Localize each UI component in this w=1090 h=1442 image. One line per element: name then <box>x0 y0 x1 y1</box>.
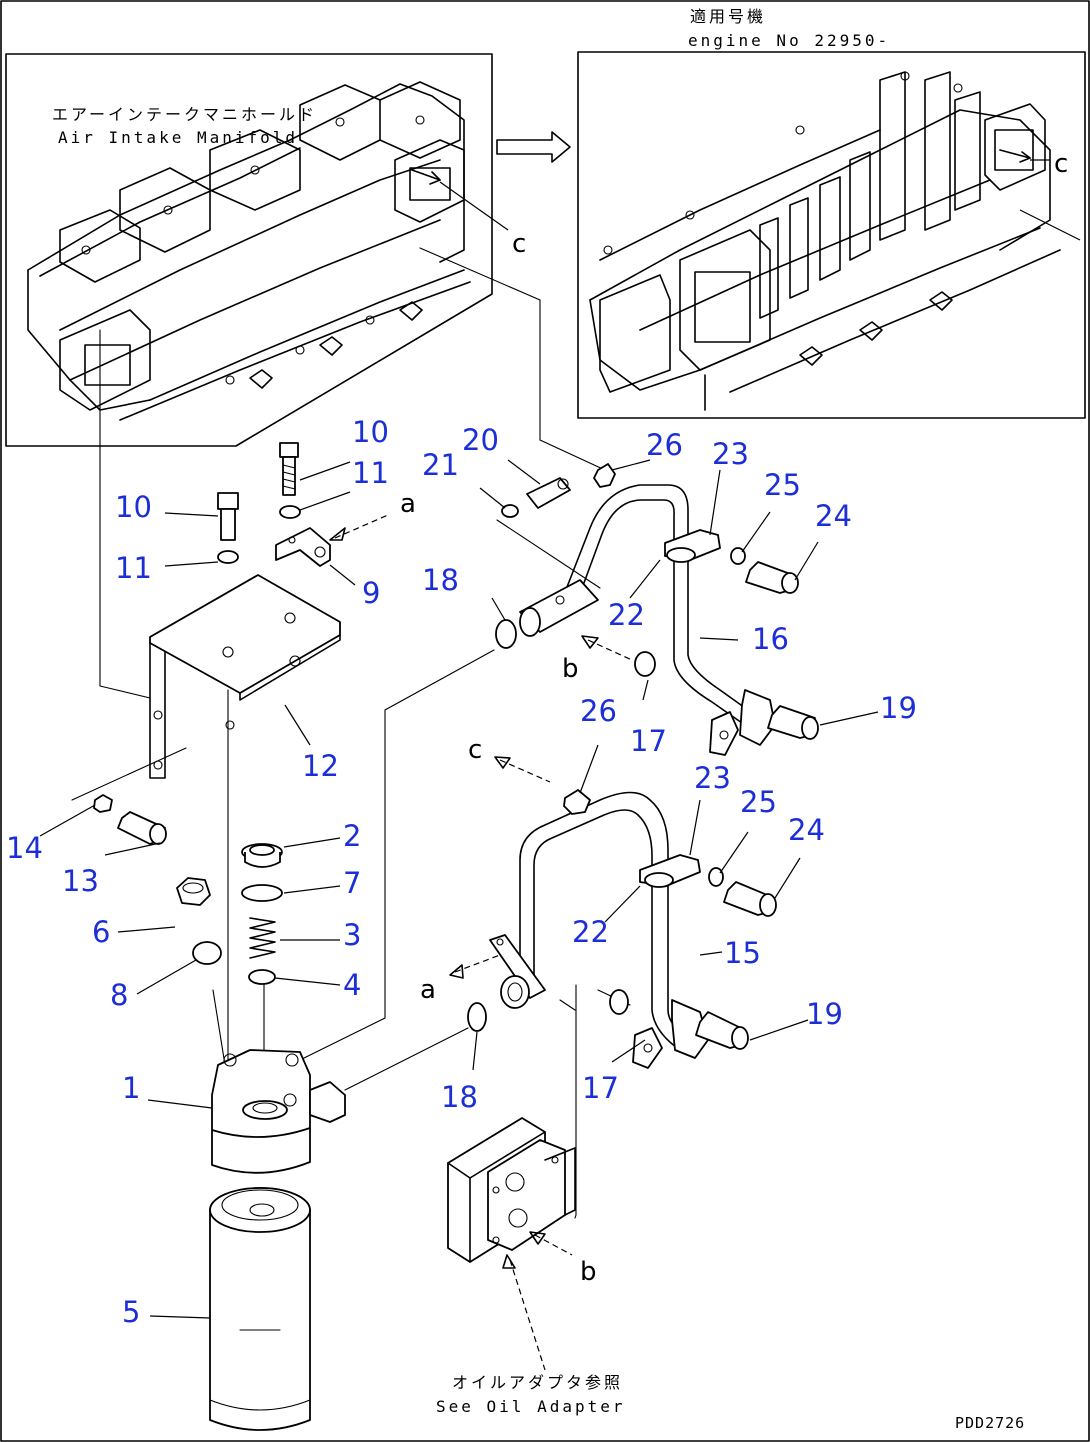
o-ring-18-upper <box>495 619 517 649</box>
callout-22-upper: 22 <box>608 598 645 632</box>
tube-15 <box>519 791 709 1069</box>
washer-11-lower <box>217 550 239 564</box>
washer-25-lower <box>708 867 724 887</box>
callout-1: 1 <box>122 1071 140 1105</box>
valve-4 <box>248 969 276 985</box>
bolt-10-upper <box>279 442 299 496</box>
callout-13: 13 <box>62 864 99 898</box>
bolt-24-upper <box>745 561 799 594</box>
o-ring-8 <box>192 941 222 965</box>
callout-10-lower: 10 <box>115 490 152 524</box>
ref-letter-b-lower: b <box>580 1257 597 1287</box>
ref-letter-a-upper: a <box>400 489 416 519</box>
o-ring-17-lower <box>609 989 629 1015</box>
bolt-19-lower <box>695 1011 749 1050</box>
assembly-guide-lines <box>71 247 631 1219</box>
washer-11-upper <box>279 505 301 519</box>
callout-20: 20 <box>462 423 499 457</box>
plug-2 <box>241 843 283 868</box>
callout-21: 21 <box>422 448 459 482</box>
manifold-label-en: Air Intake Manifold <box>58 128 298 147</box>
callout-26-upper: 26 <box>646 428 683 462</box>
callout-6: 6 <box>92 915 110 949</box>
callout-9: 9 <box>362 576 380 610</box>
joint-upper <box>519 579 599 637</box>
o-ring-7 <box>241 884 283 902</box>
callout-26-lower: 26 <box>580 694 617 728</box>
callout-11-upper: 11 <box>352 456 389 490</box>
o-ring-18-lower <box>467 1002 487 1032</box>
manifold-label-jp: エアーインテークマニホールド <box>52 105 317 124</box>
bolt-10-lower <box>217 492 239 541</box>
air-intake-manifold-drawing <box>27 81 471 421</box>
callout-3: 3 <box>343 918 361 952</box>
grommet-22-upper <box>666 547 696 563</box>
callout-11-lower: 11 <box>115 551 152 585</box>
adapter-label-jp: オイルアダプタ参照 <box>452 1373 623 1392</box>
grommet-22-lower <box>644 872 674 888</box>
callout-8: 8 <box>110 978 128 1012</box>
connector-26-lower <box>563 789 591 815</box>
ref-letter-c-right: c <box>1054 149 1068 179</box>
bolt-24-lower <box>723 881 777 917</box>
callout-22-lower: 22 <box>572 915 609 949</box>
ref-arrows <box>329 514 633 1371</box>
callout-18-lower: 18 <box>441 1080 478 1114</box>
manifold-inset-right: 適用号機 engine No 22950- <box>577 7 1086 419</box>
callout-24-lower: 24 <box>788 813 825 847</box>
connector-26-upper <box>593 463 616 488</box>
manifold-inset-left: エアーインテークマニホールド Air Intake Manifold c <box>5 53 526 447</box>
callout-25-lower: 25 <box>740 785 777 819</box>
washer-14 <box>93 794 113 813</box>
ref-letter-b-upper: b <box>562 654 579 684</box>
plug-6 <box>176 877 211 906</box>
callout-12: 12 <box>302 749 339 783</box>
adapter-label-en: See Oil Adapter <box>436 1397 626 1416</box>
callout-14: 14 <box>6 831 43 865</box>
tube-16 <box>559 484 776 756</box>
bolt-19-upper <box>767 705 819 740</box>
callout-16: 16 <box>752 622 789 656</box>
connector-20 <box>526 477 571 509</box>
callout-23-lower: 23 <box>694 761 731 795</box>
callout-2: 2 <box>343 819 361 853</box>
manifold-later-drawing <box>589 71 1061 411</box>
callout-4: 4 <box>343 968 361 1002</box>
ref-letter-c-left: c <box>512 229 526 259</box>
callout-19-upper: 19 <box>880 691 917 725</box>
ref-letter-a-lower: a <box>420 975 436 1005</box>
drawing-code: PDD2726 <box>955 1414 1025 1432</box>
callout-25-upper: 25 <box>764 468 801 502</box>
callout-23-upper: 23 <box>712 437 749 471</box>
ref-letter-c-main: c <box>468 735 482 765</box>
callout-15: 15 <box>724 936 761 970</box>
callout-17-upper: 17 <box>630 724 667 758</box>
serial-note-en: engine No 22950- <box>688 31 890 50</box>
o-ring-17-upper <box>634 651 656 677</box>
callout-18-upper: 18 <box>422 563 459 597</box>
callout-19-lower: 19 <box>806 997 843 1031</box>
bracket-12 <box>149 574 341 779</box>
serial-note-jp: 適用号機 <box>690 7 766 26</box>
callout-10-upper: 10 <box>352 415 389 449</box>
filter-head-1 <box>211 1049 346 1174</box>
clip-9 <box>275 527 331 567</box>
leader-lines <box>39 459 879 1319</box>
joint-lower <box>489 934 546 1009</box>
spring-3 <box>249 917 276 959</box>
callout-7: 7 <box>343 866 361 900</box>
callout-17-lower: 17 <box>582 1071 619 1105</box>
bolt-13 <box>117 811 167 845</box>
callout-5: 5 <box>122 1295 140 1329</box>
filter-cartridge-5 <box>209 1187 311 1431</box>
washer-25-upper <box>730 547 746 565</box>
callout-24-upper: 24 <box>815 499 852 533</box>
change-arrow <box>496 131 571 163</box>
callout-numbers: 1 2 3 4 5 6 7 8 9 10 10 11 11 12 13 14 1… <box>6 415 917 1329</box>
washer-21 <box>501 504 519 518</box>
oil-adapter <box>447 1117 576 1263</box>
